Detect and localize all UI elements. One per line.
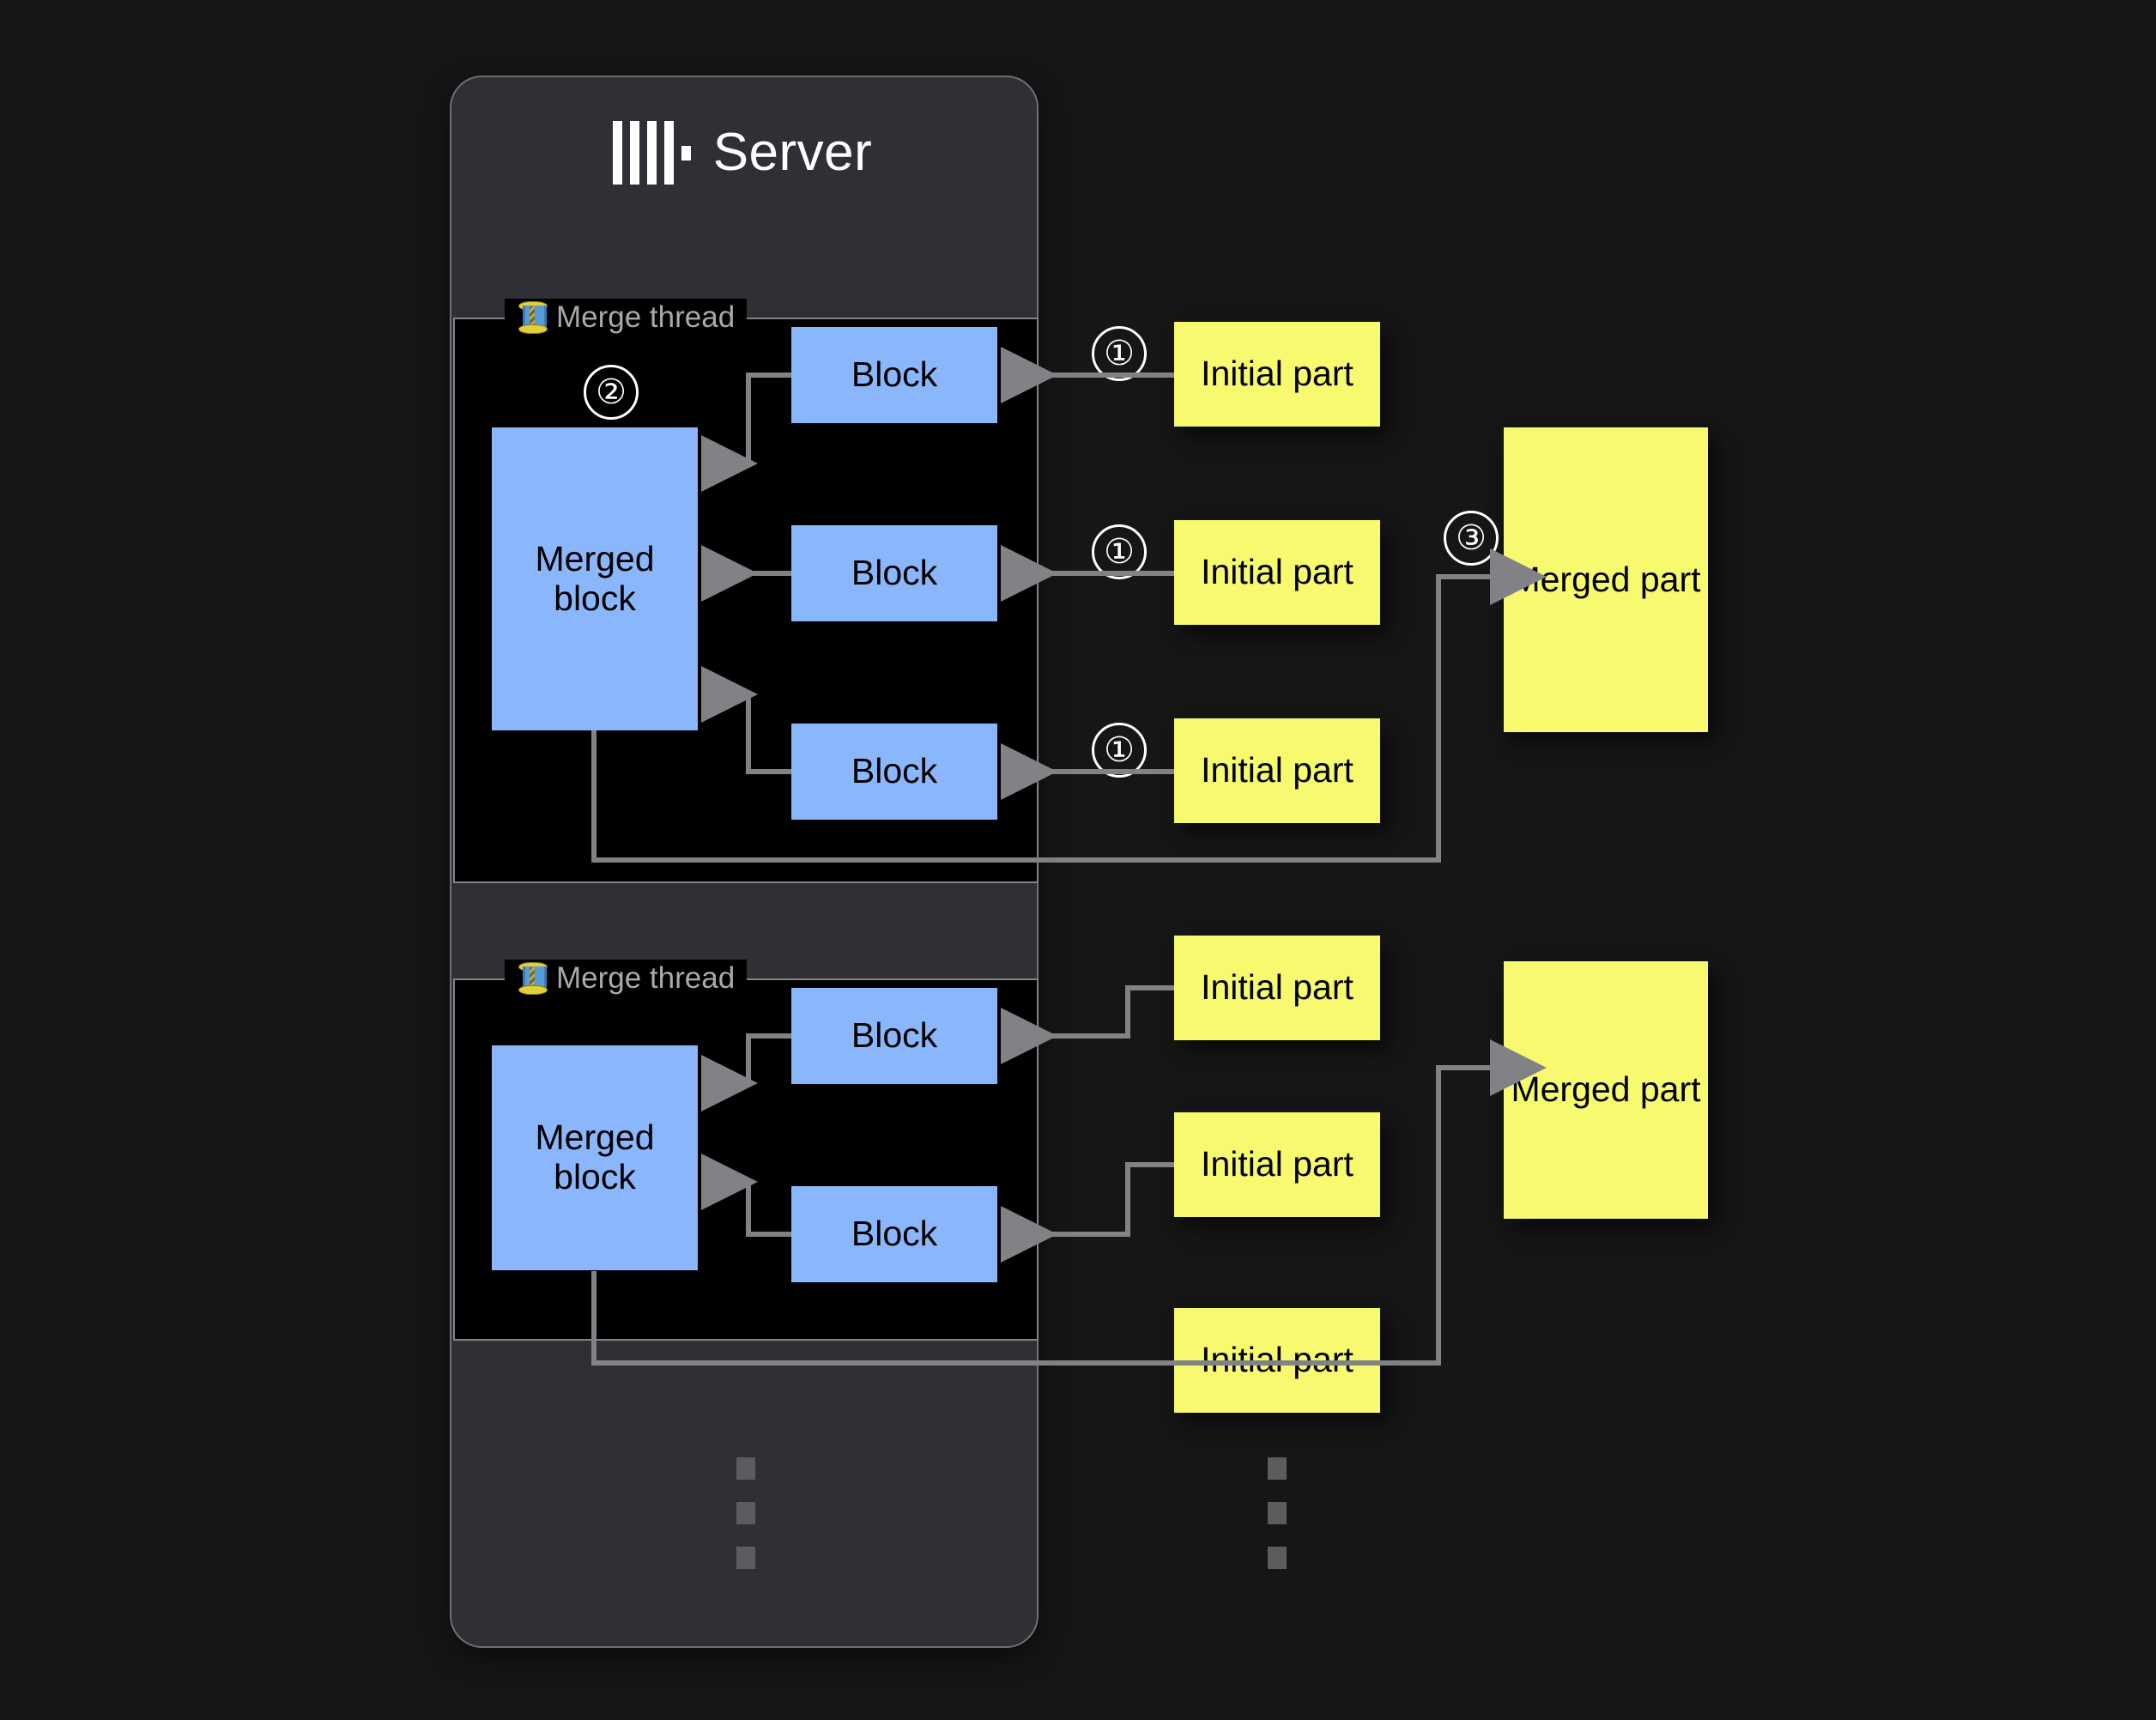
block-label: Block xyxy=(851,553,938,593)
server-title: Server xyxy=(712,123,873,182)
thread-1-block-3: Block xyxy=(791,724,997,820)
thread-2-block-2: Block xyxy=(791,1186,997,1282)
server-header: Server xyxy=(450,101,1035,204)
initial-part-3: Initial part xyxy=(1174,718,1380,823)
merged-block-2-label: Merged block xyxy=(535,1117,655,1196)
parts-column-ellipsis xyxy=(1268,1457,1287,1569)
initial-part-6: Initial part xyxy=(1174,1308,1380,1413)
merged-block-2: Merged block xyxy=(492,1045,698,1270)
merged-part-label: Merged part xyxy=(1511,559,1701,599)
step-marker-1-c: ① xyxy=(1092,723,1147,778)
step-marker-3: ③ xyxy=(1444,511,1499,566)
merged-part-2: Merged part xyxy=(1504,961,1708,1219)
merged-block-1-label: Merged block xyxy=(535,538,655,618)
step-marker-2: ② xyxy=(584,365,639,420)
thread-1-block-2: Block xyxy=(791,525,997,621)
merge-thread-2-label-text: Merge thread xyxy=(556,961,736,995)
server-column-ellipsis xyxy=(736,1457,755,1569)
thread-spool-icon xyxy=(517,299,548,336)
thread-2-block-1: Block xyxy=(791,988,997,1084)
initial-part-label: Initial part xyxy=(1201,552,1354,592)
merge-thread-2-label: Merge thread xyxy=(505,960,748,997)
initial-part-1: Initial part xyxy=(1174,322,1380,427)
initial-part-label: Initial part xyxy=(1201,354,1354,394)
initial-part-2: Initial part xyxy=(1174,520,1380,625)
initial-part-label: Initial part xyxy=(1201,1340,1354,1380)
initial-part-4: Initial part xyxy=(1174,936,1380,1040)
thread-1-block-1: Block xyxy=(791,327,997,423)
step-marker-1-b: ① xyxy=(1092,524,1147,579)
block-label: Block xyxy=(851,1214,938,1254)
block-label: Block xyxy=(851,354,938,395)
clickhouse-logo-icon xyxy=(612,121,691,185)
initial-part-label: Initial part xyxy=(1201,1144,1354,1184)
block-label: Block xyxy=(851,751,938,791)
initial-part-5: Initial part xyxy=(1174,1112,1380,1217)
block-label: Block xyxy=(851,1015,938,1056)
thread-spool-icon xyxy=(517,960,548,997)
initial-part-label: Initial part xyxy=(1201,967,1354,1008)
step-marker-1-a: ① xyxy=(1092,326,1147,381)
initial-part-label: Initial part xyxy=(1201,750,1354,790)
merge-thread-1-label-text: Merge thread xyxy=(556,300,736,334)
merged-block-1: Merged block xyxy=(492,427,698,730)
merged-part-1: Merged part xyxy=(1504,427,1708,732)
merged-part-label: Merged part xyxy=(1511,1069,1701,1110)
merge-thread-1-label: Merge thread xyxy=(505,299,748,336)
